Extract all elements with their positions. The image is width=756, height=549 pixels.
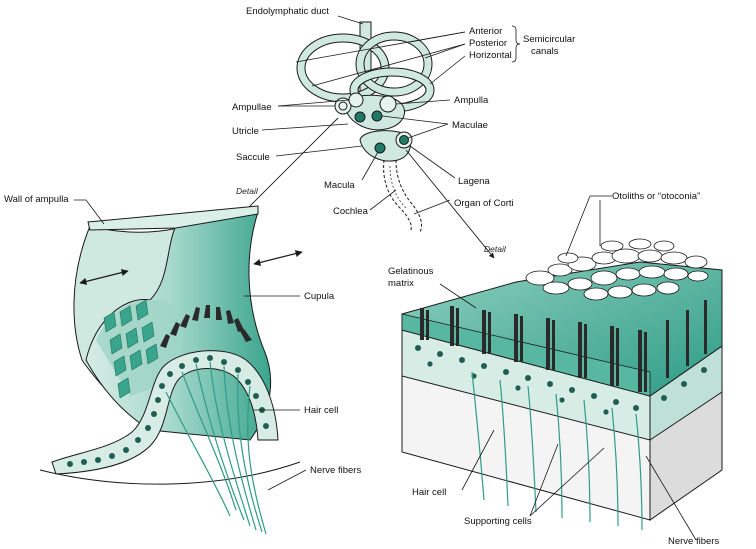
label-canals: canals bbox=[531, 46, 559, 57]
label-anterior: Anterior bbox=[469, 26, 502, 37]
label-semicircular: Semicircular bbox=[523, 34, 575, 45]
label-endolymphatic-duct: Endolymphatic duct bbox=[246, 6, 329, 17]
label-posterior: Posterior bbox=[469, 38, 507, 49]
label-matrix: matrix bbox=[388, 278, 414, 289]
label-nerve-fibers-right: Nerve fibers bbox=[668, 536, 719, 547]
label-maculae: Maculae bbox=[452, 120, 488, 131]
label-detail-right: Detail bbox=[484, 244, 507, 254]
label-organ-of-corti: Organ of Corti bbox=[454, 198, 514, 209]
label-ampulla: Ampulla bbox=[454, 95, 489, 106]
utricle-macula-dot bbox=[355, 112, 365, 122]
ampulla-horizontal-shape bbox=[380, 96, 396, 112]
label-horizontal: Horizontal bbox=[469, 50, 512, 61]
label-detail-left: Detail bbox=[236, 186, 259, 196]
label-macula: Macula bbox=[324, 180, 355, 191]
label-ampullae: Ampullae bbox=[232, 102, 272, 113]
label-supporting-cells: Supporting cells bbox=[464, 516, 532, 527]
label-wall-of-ampulla: Wall of ampulla bbox=[4, 194, 69, 205]
label-gelatinous: Gelatinous bbox=[388, 266, 434, 277]
label-cupula: Cupula bbox=[304, 291, 335, 302]
saccule-macula-dot bbox=[375, 143, 385, 153]
label-saccule: Saccule bbox=[236, 152, 270, 163]
label-lagena: Lagena bbox=[458, 176, 490, 187]
label-hair-cell-right: Hair cell bbox=[412, 487, 446, 498]
label-cochlea: Cochlea bbox=[333, 206, 369, 217]
cupula-arrow-right bbox=[254, 252, 302, 264]
label-nerve-fibers-left: Nerve fibers bbox=[310, 465, 361, 476]
label-otoliths: Otoliths or “otoconia” bbox=[612, 191, 700, 202]
label-hair-cell-left: Hair cell bbox=[304, 405, 338, 416]
ampulla-detail bbox=[40, 206, 302, 534]
label-utricle: Utricle bbox=[232, 126, 259, 137]
vestibular-apparatus bbox=[301, 22, 430, 232]
